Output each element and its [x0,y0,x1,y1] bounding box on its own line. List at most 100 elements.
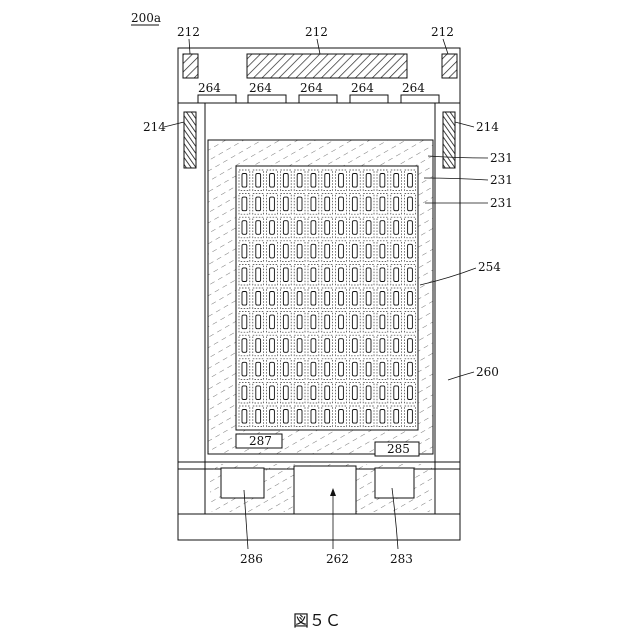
pixel-electrode [408,244,413,258]
pixel-electrode [394,197,399,211]
pixel-electrode [270,339,275,353]
pixel-electrode [283,362,288,376]
pixel-electrode [408,292,413,306]
pixel-electrode [297,292,302,306]
tabs-264 [198,95,439,103]
pixel-electrode [325,410,330,424]
pixel-electrode [352,197,357,211]
component-262 [294,466,356,514]
pixel-electrode [380,410,385,424]
side-bar-214-right [443,112,455,168]
pixel-electrode [256,339,261,353]
pixel-electrode [325,339,330,353]
pixel-electrode [297,386,302,400]
label-262: 262 [326,552,349,566]
pixel-electrode [325,362,330,376]
pixel-electrode [352,244,357,258]
figure-id: 200a [131,11,161,25]
label-214-left: 214 [143,120,166,134]
pixel-electrode [380,268,385,282]
pixel-electrode [242,386,247,400]
pixel-electrode [366,292,371,306]
label-285: 285 [387,442,410,456]
pixel-electrode [297,268,302,282]
pixel-electrode [339,339,344,353]
pixel-electrode [339,315,344,329]
pixel-electrode [325,268,330,282]
pixel-electrode [366,268,371,282]
pixel-electrode [242,221,247,235]
label-231-1: 231 [490,151,513,165]
pixel-electrode [242,174,247,188]
pixel-electrode [366,362,371,376]
figure-caption: 図５Ｃ [293,611,341,630]
label-283: 283 [390,552,413,566]
pixel-electrode [256,268,261,282]
pixel-electrode [325,221,330,235]
pixel-electrode [339,174,344,188]
pixel-electrode [283,315,288,329]
pixel-electrode [297,315,302,329]
label-286: 286 [240,552,263,566]
pixel-electrode [283,221,288,235]
label-231-2: 231 [490,173,513,187]
label-260: 260 [476,365,499,379]
pad-212-left [183,54,198,78]
leaders-212 [189,39,448,54]
pixel-electrode [352,292,357,306]
pixel-electrode [256,315,261,329]
pixel-electrode [366,386,371,400]
pixel-electrode [325,292,330,306]
pixel-electrode [339,292,344,306]
pixel-electrode [394,339,399,353]
pixel-electrode [380,244,385,258]
pixel-electrode [270,362,275,376]
pixel-electrode [242,339,247,353]
pixel-electrode [311,386,316,400]
pixel-electrode [408,268,413,282]
pixel-electrode [256,362,261,376]
pixel-electrode [394,362,399,376]
pixel-electrode [325,174,330,188]
pixel-electrode [256,386,261,400]
pixel-electrode [242,244,247,258]
pixel-electrode [352,410,357,424]
pixel-electrode [366,410,371,424]
pixel-electrode [242,410,247,424]
label-264-1: 264 [198,81,221,95]
pixel-electrode [283,339,288,353]
pixel-electrode [311,197,316,211]
pixel-electrode [297,339,302,353]
pixel-electrode [283,174,288,188]
side-bar-214-left [184,112,196,168]
pixel-electrode [352,315,357,329]
pixel-electrode [270,292,275,306]
pixel-electrode [394,292,399,306]
pixel-electrode [366,244,371,258]
pixel-electrode [408,386,413,400]
label-264-4: 264 [351,81,374,95]
pixel-electrode [380,292,385,306]
pixel-electrode [256,292,261,306]
pixel-electrode [311,174,316,188]
pixel-electrode [256,197,261,211]
pixel-electrode [242,362,247,376]
label-287: 287 [249,434,272,448]
leaders-231 [424,156,488,203]
pixel-electrode [297,410,302,424]
pixel-electrode [352,174,357,188]
pixel-electrode [352,362,357,376]
pixel-electrode [270,410,275,424]
pixel-electrode [366,221,371,235]
pixel-electrode [311,221,316,235]
pixel-electrode [297,362,302,376]
pixel-electrode [380,362,385,376]
pixel-electrode [297,244,302,258]
pixel-electrode [394,268,399,282]
pixel-electrode [297,174,302,188]
pixel-electrode [394,244,399,258]
pixel-electrode [394,386,399,400]
pixel-electrode [283,268,288,282]
pixel-electrode [352,386,357,400]
